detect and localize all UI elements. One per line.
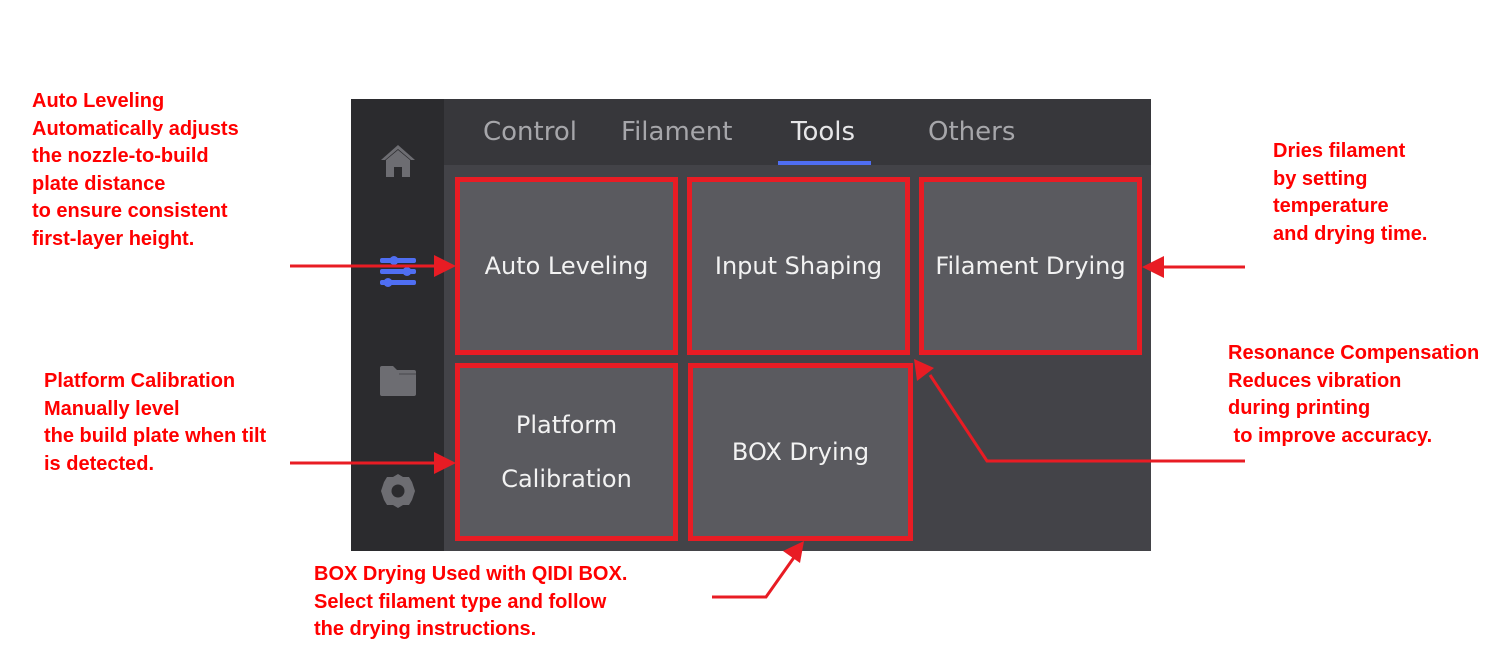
- home-icon: [381, 145, 415, 177]
- auto-leveling-label: Auto Leveling: [484, 252, 649, 280]
- printer-screen: Control Filament Tools Others Auto Level…: [351, 99, 1151, 551]
- gear-icon: [381, 474, 415, 508]
- box-drying-button[interactable]: BOX Drying: [688, 363, 913, 541]
- annotation-box-drying: BOX Drying Used with QIDI BOX. Select fi…: [314, 563, 628, 641]
- sidebar-item-files[interactable]: [378, 361, 418, 401]
- annotation-auto-leveling: Auto Leveling Automatically adjusts the …: [32, 90, 239, 250]
- platform-calibration-button[interactable]: Platform Calibration: [455, 363, 678, 541]
- platform-calibration-label-line2: Calibration: [501, 465, 632, 493]
- sidebar-item-home[interactable]: [378, 141, 418, 181]
- folder-icon: [380, 366, 416, 396]
- tab-bar: Control Filament Tools Others: [444, 99, 1151, 165]
- filament-drying-button[interactable]: Filament Drying: [919, 177, 1142, 355]
- input-shaping-button[interactable]: Input Shaping: [687, 177, 910, 355]
- annotation-filament-drying: Dries filament by setting temperature an…: [1273, 140, 1428, 245]
- tab-others[interactable]: Others: [928, 117, 1016, 147]
- sliders-icon: [380, 256, 416, 287]
- sidebar: [351, 99, 444, 551]
- tab-control[interactable]: Control: [483, 117, 577, 147]
- input-shaping-label: Input Shaping: [714, 252, 883, 280]
- sidebar-item-tools[interactable]: [378, 251, 418, 291]
- tab-filament[interactable]: Filament: [621, 117, 733, 147]
- auto-leveling-button[interactable]: Auto Leveling: [455, 177, 678, 355]
- annotation-platform-calibration: Platform Calibration Manually level the …: [44, 370, 267, 475]
- tab-tools[interactable]: Tools: [791, 117, 856, 147]
- sidebar-item-settings[interactable]: [378, 471, 418, 511]
- active-tab-indicator: [778, 161, 871, 165]
- box-drying-label: BOX Drying: [731, 438, 870, 466]
- platform-calibration-label-line1: Platform: [515, 411, 618, 439]
- annotation-input-shaping: Resonance Compensation Reduces vibration…: [1228, 342, 1480, 447]
- filament-drying-label: Filament Drying: [935, 252, 1126, 280]
